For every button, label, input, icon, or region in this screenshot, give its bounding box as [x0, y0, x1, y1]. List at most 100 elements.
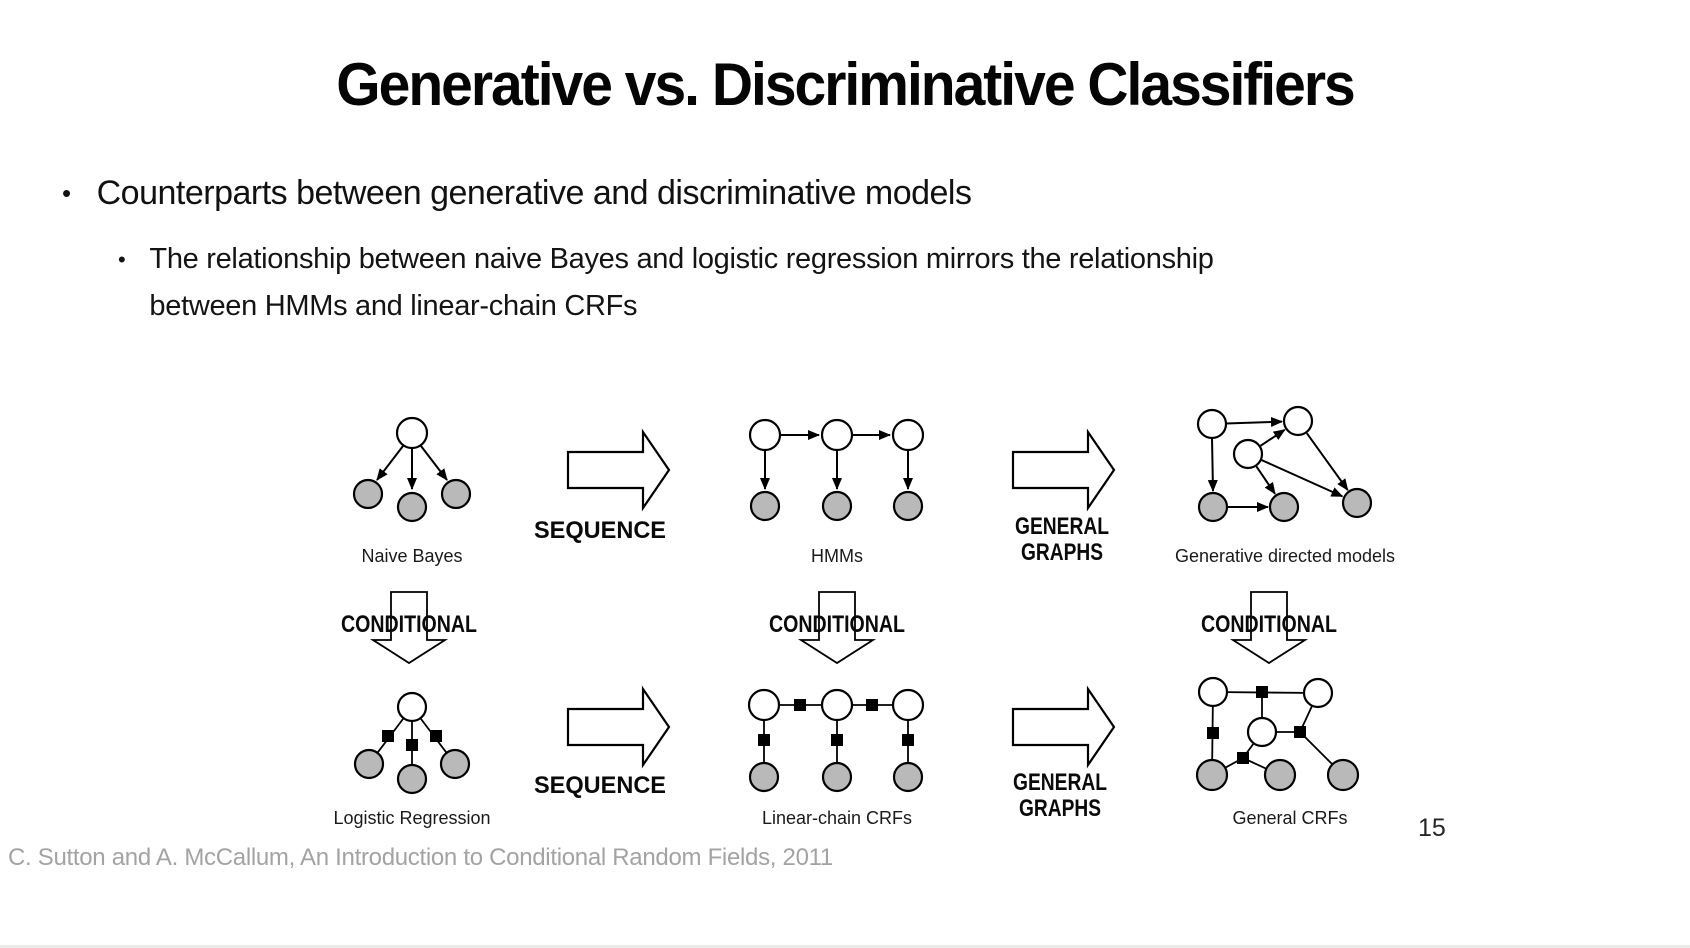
general-graphs-arrow-top: GENERAL GRAPHS [1011, 428, 1116, 566]
latent-node [1246, 716, 1278, 748]
latent-node [396, 691, 428, 723]
general-graphs-arrow-bottom: GENERAL GRAPHS [1011, 685, 1116, 822]
model-relationship-diagram: Naive Bayes SEQUENCE HMMs GENERAL GRAPHS [333, 405, 1395, 828]
edge [1305, 432, 1349, 491]
linear-chain-crf-graph [747, 688, 925, 793]
sequence-arrow-bottom: SEQUENCE [534, 685, 671, 799]
latent-node [748, 418, 782, 452]
observed-node [1263, 758, 1297, 792]
observed-node [353, 748, 385, 780]
factor-node [1294, 726, 1306, 738]
factor-node [866, 699, 878, 711]
observed-node [1195, 758, 1229, 792]
sequence-label: SEQUENCE [534, 517, 666, 544]
factor-node [831, 734, 843, 746]
logistic-regression-label: Logistic Regression [333, 808, 490, 828]
observed-node [396, 491, 428, 523]
edge [1255, 465, 1276, 495]
bullet-level2-line2: between HMMs and linear-chain CRFs [149, 290, 638, 322]
factor-node [902, 734, 914, 746]
observed-node [821, 490, 853, 522]
observed-node [821, 761, 853, 793]
latent-node [891, 688, 925, 722]
bullet-marker: • [62, 178, 71, 208]
generative-directed-label: Generative directed models [1175, 546, 1395, 566]
observed-node [1197, 491, 1229, 523]
bottom-edge-strip [0, 945, 1690, 948]
general-crf-graph [1195, 676, 1360, 792]
factor-node [758, 734, 770, 746]
naive-bayes-graph [352, 416, 472, 523]
latent-node [820, 418, 854, 452]
right-arrow-shape [566, 428, 671, 512]
right-arrow-shape [566, 685, 671, 769]
linear-chain-crfs-label: Linear-chain CRFs [762, 808, 912, 828]
factor-node [382, 730, 394, 742]
right-arrow-shape [1011, 685, 1116, 769]
sub-bullet-marker: • [118, 247, 126, 272]
edge [1259, 428, 1286, 447]
factor-node [430, 730, 442, 742]
observed-node [439, 748, 471, 780]
edge [1225, 416, 1283, 427]
sequence-label: SEQUENCE [534, 772, 666, 799]
page-number: 15 [1418, 814, 1446, 842]
edge [1261, 459, 1344, 498]
latent-node [747, 688, 781, 722]
conditional-arrow-left: CONDITIONAL [341, 591, 477, 665]
observed-node [749, 490, 781, 522]
observed-node [892, 761, 924, 793]
observed-node [352, 478, 384, 510]
latent-node [1282, 405, 1314, 437]
bullet-level2-text: The relationship between naive Bayes and… [149, 236, 1213, 330]
observed-node [1341, 487, 1373, 519]
latent-node [1302, 677, 1334, 709]
bullet-level1-text: Counterparts between generative and disc… [96, 174, 972, 212]
observed-node [440, 478, 472, 510]
observed-node [892, 490, 924, 522]
generative-directed-graph [1196, 405, 1373, 523]
hmm-graph [748, 418, 925, 522]
factor-node [1237, 752, 1249, 764]
down-arrow-shape [1229, 591, 1309, 665]
graphs-label: GRAPHS [1021, 539, 1103, 566]
logistic-regression-graph [353, 691, 471, 795]
naive-bayes-label: Naive Bayes [361, 546, 462, 566]
latent-node [1196, 408, 1228, 440]
latent-node [1197, 676, 1229, 708]
latent-node [395, 416, 429, 450]
observed-node [1326, 758, 1360, 792]
edge [1207, 437, 1218, 492]
latent-node [891, 418, 925, 452]
conditional-label: CONDITIONAL [769, 611, 905, 638]
observed-node [1268, 491, 1300, 523]
citation: C. Sutton and A. McCallum, An Introducti… [8, 844, 833, 871]
observed-node [396, 763, 428, 795]
slide-title: Generative vs. Discriminative Classifier… [336, 51, 1355, 119]
bullet-level2-line1: The relationship between naive Bayes and… [149, 243, 1214, 275]
observed-node [748, 761, 780, 793]
factor-node [794, 699, 806, 711]
edge [420, 445, 448, 481]
latent-node [820, 688, 854, 722]
conditional-arrow-middle: CONDITIONAL [769, 591, 905, 665]
down-arrow-shape [369, 591, 449, 665]
bullet-level1: • Counterparts between generative and di… [62, 170, 972, 216]
hmms-label: HMMs [811, 546, 863, 566]
right-arrow-shape [1011, 428, 1116, 512]
general-label: GENERAL [1013, 769, 1107, 796]
edge [376, 445, 404, 481]
general-label: GENERAL [1015, 513, 1109, 540]
graphs-label: GRAPHS [1019, 795, 1101, 822]
latent-node [1232, 438, 1264, 470]
factor-node [1207, 727, 1219, 739]
down-arrow-shape [797, 591, 877, 665]
general-crfs-label: General CRFs [1232, 808, 1347, 828]
bullet-level2: • The relationship between naive Bayes a… [118, 236, 1214, 330]
factor-node [1256, 686, 1268, 698]
conditional-label: CONDITIONAL [1201, 611, 1337, 638]
sequence-arrow-top: SEQUENCE [534, 428, 671, 544]
conditional-arrow-right: CONDITIONAL [1201, 591, 1337, 665]
factor-node [406, 739, 418, 751]
